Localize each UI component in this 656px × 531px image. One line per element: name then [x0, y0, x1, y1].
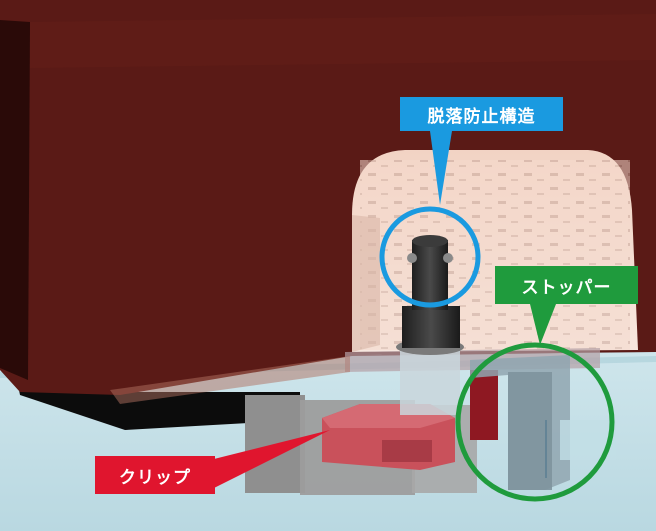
- bolt-body: [412, 240, 448, 310]
- bolt-shaft-lower: [400, 345, 460, 415]
- anti-drop-pointer: [430, 131, 452, 205]
- clip-pointer: [210, 430, 330, 490]
- stopper-highlight-circle: [455, 342, 615, 502]
- anti-drop-highlight-circle: [379, 206, 481, 308]
- clip-label: クリップ: [95, 456, 215, 494]
- housing-left-face: [0, 20, 30, 380]
- stopper-label: ストッパー: [495, 266, 638, 304]
- bolt-nut: [402, 306, 460, 348]
- bolt-pin-left: [407, 253, 417, 263]
- cavity-texture: [360, 160, 630, 350]
- cavity-shadow-left: [352, 215, 380, 352]
- pin-base: [110, 356, 350, 404]
- stopper-post: [508, 372, 552, 490]
- housing-front-light: [30, 14, 656, 68]
- bolt-head: [412, 235, 448, 247]
- stopper-pointer: [530, 304, 556, 345]
- anti-drop-structure-label: 脱落防止構造: [400, 97, 563, 131]
- clip-slot: [382, 440, 432, 462]
- red-column: [470, 370, 498, 440]
- bolt-pin-right: [443, 253, 453, 263]
